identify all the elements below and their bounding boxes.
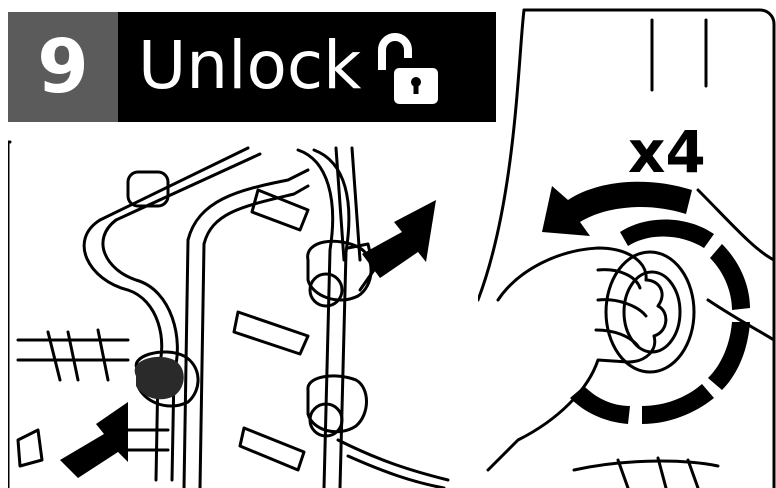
- step-number: 9: [8, 12, 118, 122]
- step-number-box: 9: [8, 12, 118, 122]
- step-title-box: Unlock: [118, 12, 496, 122]
- rack-illustration: [8, 140, 490, 488]
- pointer-arrow-icon: [362, 200, 436, 278]
- knob-turn-illustration: [478, 0, 776, 488]
- repeat-count-label: x4: [628, 120, 706, 184]
- unlocked-padlock-icon: [368, 30, 446, 108]
- step-title: Unlock: [138, 26, 361, 106]
- pointer-arrow-icon: [60, 402, 128, 478]
